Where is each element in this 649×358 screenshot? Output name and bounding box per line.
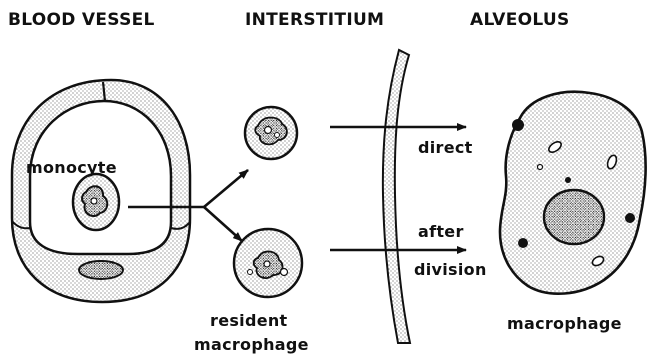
label-resident-macrophage: macrophage <box>194 337 309 353</box>
alveolar-macrophage <box>500 92 646 294</box>
label-alveolar-macrophage: macrophage <box>507 316 622 332</box>
alveolar-wall <box>383 50 410 343</box>
label-direct: direct <box>418 140 473 156</box>
monocyte-cell <box>73 174 119 230</box>
label-division: division <box>414 262 487 278</box>
resident-macrophage-upper <box>245 107 297 159</box>
endothelial-nucleus <box>79 261 123 279</box>
header-blood-vessel: BLOOD VESSEL <box>8 12 155 29</box>
label-after: after <box>418 224 464 240</box>
header-interstitium: INTERSTITIUM <box>245 12 384 29</box>
resident-macrophage-lower <box>234 229 302 297</box>
header-alveolus: ALVEOLUS <box>470 12 570 29</box>
label-resident: resident <box>210 313 288 329</box>
label-monocyte: monocyte <box>26 160 117 176</box>
